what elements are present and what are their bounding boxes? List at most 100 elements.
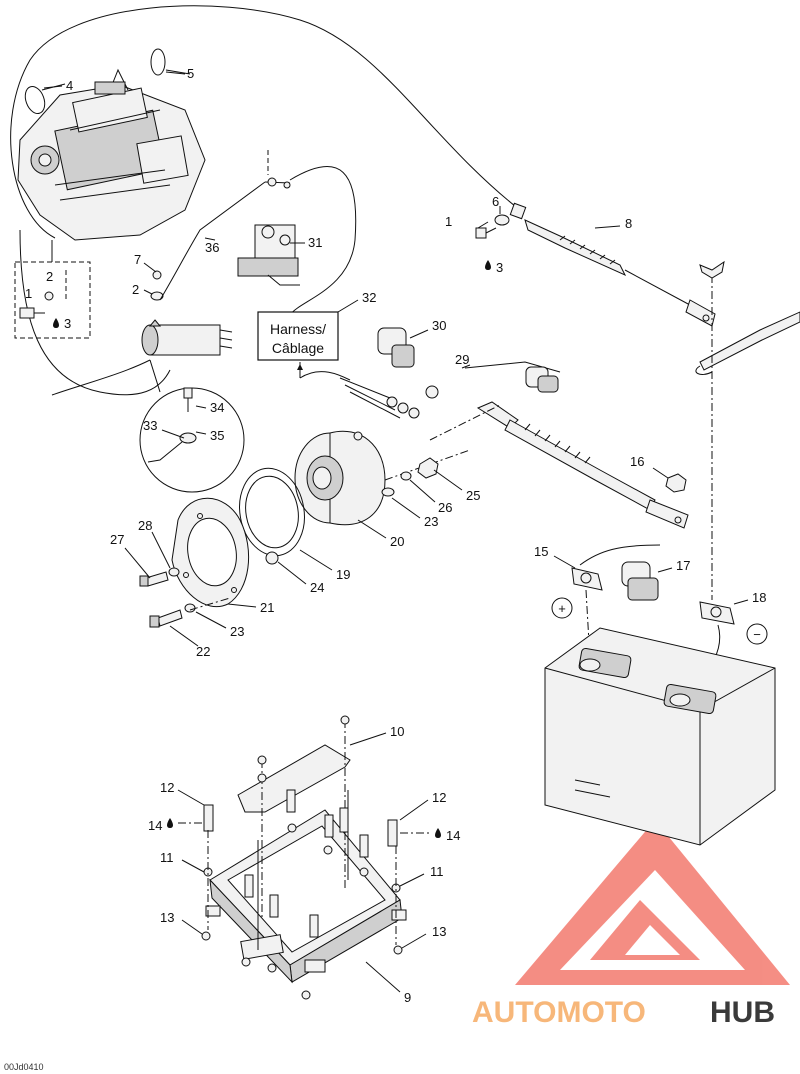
part-25-nut: [417, 457, 439, 479]
part-34-screw: [183, 387, 193, 412]
part-23-washer-left: [184, 603, 196, 613]
callout-2-starter: 2: [132, 282, 139, 297]
part-22-screw: [149, 609, 183, 628]
battery-negative-cable: [699, 311, 800, 371]
part-19-gasket: [239, 467, 305, 557]
callout-7: 7: [134, 252, 141, 267]
callout-10: 10: [390, 724, 404, 739]
watermark-triangle-cut: [625, 925, 680, 955]
callout-11-right: 11: [430, 864, 444, 879]
inset-box-engine-fastener: [14, 261, 91, 339]
starter-motor: [141, 319, 233, 356]
callout-31: 31: [308, 235, 322, 250]
callout-25: 25: [466, 488, 480, 503]
callout-19: 19: [336, 567, 350, 582]
callout-20: 20: [390, 534, 404, 549]
part-31-solenoid: [237, 224, 299, 277]
callout-labels: 4 5 1 6 3 8 2 1 3 7 2 36 31 32 30 29 34 …: [25, 66, 766, 1005]
solenoid-wire: [289, 166, 357, 316]
wing-nut: [699, 260, 725, 279]
callout-13-right: 13: [432, 924, 446, 939]
part-20-starter-motor: [294, 430, 386, 526]
negative-sign: −: [753, 627, 761, 642]
negative-terminal-symbol: [746, 623, 768, 645]
callout-12-left: 12: [160, 780, 174, 795]
watermark-logo: [515, 820, 790, 985]
callout-1-top: 1: [445, 214, 452, 229]
callout-18: 18: [752, 590, 766, 605]
harness-label-box: [257, 311, 339, 361]
positive-cable: [476, 401, 689, 529]
callout-21: 21: [260, 600, 274, 615]
callout-16: 16: [630, 454, 644, 469]
leader-lines: [43, 71, 749, 993]
callout-12-right: 12: [432, 790, 446, 805]
main-cable-loop: [10, 5, 521, 239]
part-2-washer: [150, 291, 164, 301]
callout-34: 34: [210, 400, 224, 415]
part-26-washer: [400, 471, 412, 481]
callout-36: 36: [205, 240, 219, 255]
cable-36: [159, 181, 266, 301]
callout-32: 32: [362, 290, 376, 305]
callout-27: 27: [110, 532, 124, 547]
part-35-terminal: [147, 432, 197, 463]
part-30-boot: [377, 327, 415, 368]
callout-14-left: 14: [148, 818, 162, 833]
part-16-nut: [665, 473, 687, 493]
callout-22: 22: [196, 644, 210, 659]
callout-23-right: 23: [424, 514, 438, 529]
callout-33: 33: [143, 418, 157, 433]
callout-13-left: 13: [160, 910, 174, 925]
positive-sign: +: [558, 601, 566, 616]
callout-15: 15: [534, 544, 548, 559]
tray-bolts: [201, 715, 403, 1000]
part-10-hold-down-bracket: [237, 720, 351, 920]
callout-3-top: 3: [496, 260, 503, 275]
part-6-washer: [494, 214, 510, 226]
callout-14-right: 14: [446, 828, 460, 843]
callout-29: 29: [455, 352, 469, 367]
harness-label-line1: Harness/: [270, 321, 326, 337]
part-27-screw: [139, 571, 169, 587]
watermark-text-hub: HUB: [710, 996, 775, 1029]
starter-wire-left: [51, 359, 151, 396]
callout-9: 9: [404, 990, 411, 1005]
watermark-text-automoto: AUTOMOTO: [472, 996, 646, 1029]
inset-screw: [19, 270, 67, 319]
watermark-triangle-core: [590, 900, 700, 960]
battery: [544, 627, 776, 846]
part-1-screw-top: [475, 227, 497, 239]
part-29-terminal: [525, 366, 559, 393]
callout-17: 17: [676, 558, 690, 573]
callout-1-inset: 1: [25, 286, 32, 301]
oil-drop-icon: [53, 260, 491, 838]
callout-24: 24: [310, 580, 324, 595]
part-9-battery-tray: [205, 809, 407, 984]
callout-6: 6: [492, 194, 499, 209]
callout-35: 35: [210, 428, 224, 443]
callout-3-inset: 3: [64, 316, 71, 331]
callout-30: 30: [432, 318, 446, 333]
callout-2-inset: 2: [46, 269, 53, 284]
callout-11-left: 11: [160, 850, 174, 865]
callout-26: 26: [438, 500, 452, 515]
part-24-bushing: [265, 551, 279, 565]
harness-label-line2: Câblage: [272, 340, 324, 356]
part-18-negative-clamp: [699, 601, 735, 625]
callout-23-left: 23: [230, 624, 244, 639]
part-23-washer-right: [381, 487, 395, 497]
engine-ground-wire: [19, 229, 171, 396]
callout-5: 5: [187, 66, 194, 81]
part-17-boot: [621, 561, 659, 601]
diagram-code: 00Jd0410: [4, 1062, 44, 1072]
part-5-clamp: [150, 48, 191, 76]
part-21-mounting-plate: [171, 497, 250, 608]
callout-4: 4: [66, 78, 73, 93]
engine-assembly: [17, 68, 206, 241]
part-15-positive-clamp: [571, 544, 661, 591]
callout-8: 8: [625, 216, 632, 231]
part-7-nut: [152, 270, 162, 280]
part-28-washer: [168, 567, 180, 577]
